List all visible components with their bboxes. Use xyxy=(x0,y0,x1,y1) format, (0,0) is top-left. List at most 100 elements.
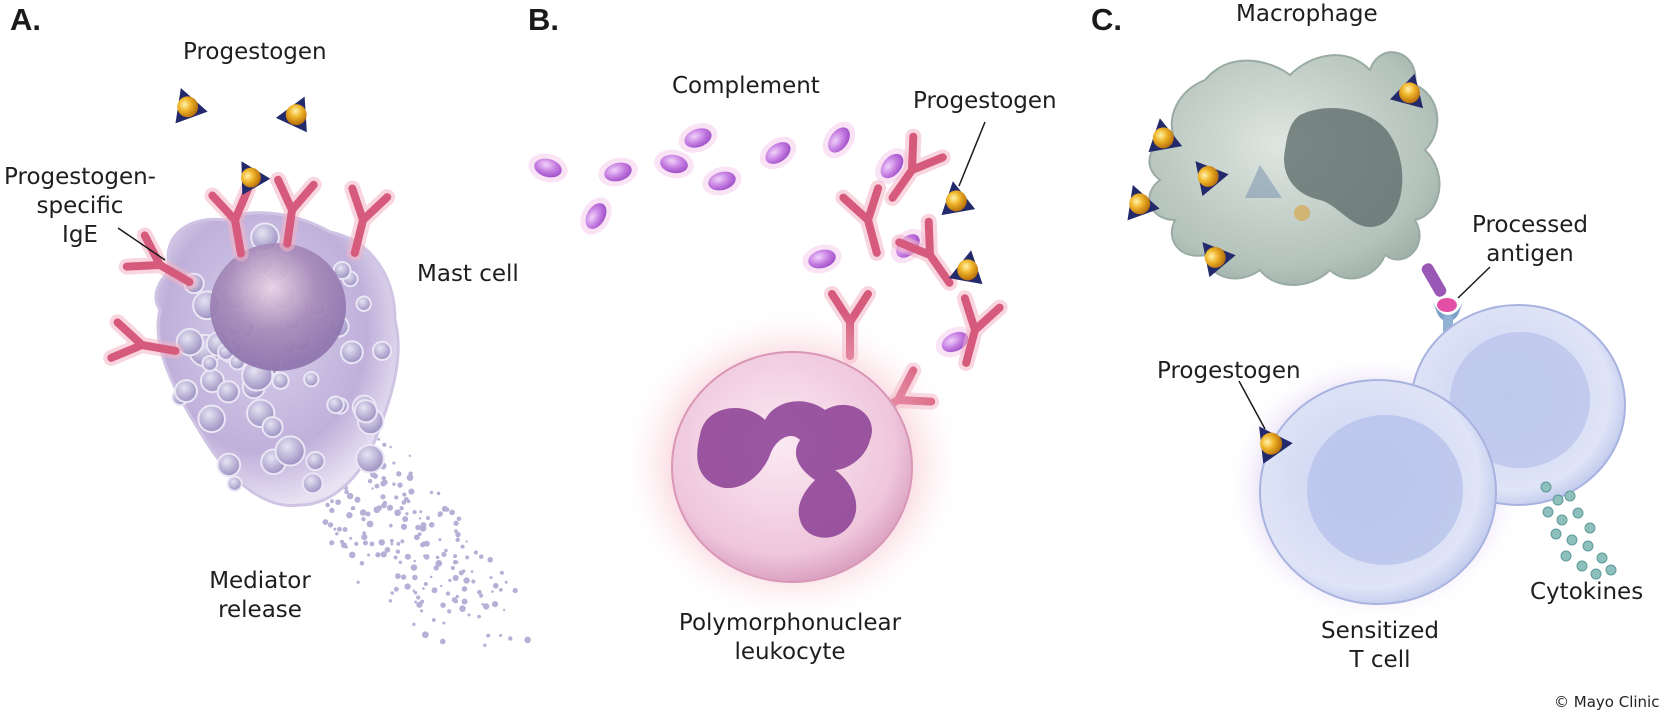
mediator-particle xyxy=(389,445,392,449)
label-processed-line1: Processed xyxy=(1472,212,1588,238)
mediator-particle xyxy=(478,554,484,559)
mediator-particle xyxy=(382,442,387,447)
mediator-particle xyxy=(402,492,407,497)
mediator-particle xyxy=(394,573,401,580)
mediator-particle xyxy=(416,601,423,608)
mediator-particle xyxy=(329,507,335,514)
label-progestogen-a: Progestogen xyxy=(183,39,327,65)
mediator-particle xyxy=(524,636,531,644)
mediator-particle xyxy=(444,548,448,553)
mediator-particle xyxy=(335,532,339,536)
mediator-particle xyxy=(322,519,329,525)
mediator-particle xyxy=(440,602,446,608)
mediator-particle xyxy=(477,589,482,595)
mediator-particle xyxy=(339,539,345,544)
mediator-particle xyxy=(486,633,491,638)
mediator-particle xyxy=(436,491,441,496)
progestogen-molecule xyxy=(948,247,988,285)
mediator-particle xyxy=(467,613,471,617)
mediator-particle xyxy=(438,538,442,542)
label-tcell-line2: T cell xyxy=(1349,647,1411,673)
mediator-particle xyxy=(400,523,408,530)
complement-protein xyxy=(573,191,619,241)
mediator-particle xyxy=(398,560,403,565)
granule xyxy=(353,399,378,424)
mediator-particle xyxy=(447,609,452,614)
mediator-particle xyxy=(479,593,484,598)
copyright: © Mayo Clinic xyxy=(1554,693,1660,711)
granule xyxy=(303,370,320,388)
mediator-particle xyxy=(437,511,443,517)
mediator-particle xyxy=(346,492,354,500)
granule xyxy=(326,395,345,414)
granule xyxy=(305,451,326,472)
mediator-particle xyxy=(396,541,401,546)
mediator-particle xyxy=(400,574,407,580)
t-cell-receptor xyxy=(1432,300,1464,322)
mediator-particle xyxy=(412,510,417,515)
mediator-particle xyxy=(389,538,394,543)
cytokine-particle xyxy=(1596,552,1608,564)
mediator-particle xyxy=(397,482,403,488)
mediator-particle xyxy=(504,580,508,584)
mediator-particle xyxy=(508,636,513,641)
label-progestogen-c: Progestogen xyxy=(1157,358,1301,384)
mediator-particle xyxy=(418,517,422,520)
mediator-particle xyxy=(441,551,447,557)
label-pmn: Polymorphonuclear leukocyte xyxy=(640,609,940,667)
complement-protein xyxy=(525,149,571,187)
mediator-particle xyxy=(412,622,416,627)
mediator-particle xyxy=(333,527,337,531)
mediator-particle xyxy=(346,512,353,519)
label-mediator-release: Mediator release xyxy=(190,567,330,625)
mediator-particle xyxy=(404,583,411,590)
mediator-particle xyxy=(377,437,381,441)
mediator-particle xyxy=(413,534,420,541)
mediator-particle xyxy=(372,473,378,479)
progestogen-molecule xyxy=(275,89,321,133)
cytokine-particle xyxy=(1590,568,1602,580)
mediator-particle xyxy=(452,574,459,582)
label-progestogen-b: Progestogen xyxy=(913,88,1057,114)
mediator-particle xyxy=(404,553,411,560)
mediator-particle xyxy=(329,540,335,546)
macrophage-nucleus xyxy=(1284,107,1403,228)
macrophage-internal-antigen xyxy=(1294,205,1310,221)
label-ige-line1: Progestogen- xyxy=(4,164,156,190)
mediator-particle xyxy=(499,633,503,638)
mediator-particle xyxy=(421,631,429,639)
mediator-particle xyxy=(367,478,373,484)
cytokines xyxy=(1540,481,1617,580)
mediator-particle xyxy=(413,559,416,563)
processed-antigen-leader-line xyxy=(1457,266,1491,299)
mediator-particle xyxy=(362,540,368,546)
mediator-particle xyxy=(412,574,418,581)
panel-letter-a: A. xyxy=(10,2,41,37)
mediator-particle xyxy=(356,580,360,584)
mediator-particle xyxy=(406,474,414,481)
mediator-particle xyxy=(450,565,456,571)
complement-protein xyxy=(816,115,862,165)
granule xyxy=(226,475,243,492)
mediator-particle xyxy=(330,499,334,504)
panel-b xyxy=(525,115,1000,625)
mediator-particle xyxy=(419,510,423,514)
cytokine-particle xyxy=(1584,522,1596,534)
mediator-particle xyxy=(435,555,440,560)
mediator-particle xyxy=(354,541,359,547)
mediator-particle xyxy=(455,531,461,538)
complement-protein xyxy=(753,130,803,176)
mediator-particle xyxy=(421,587,425,590)
processed-antigen xyxy=(1437,298,1457,312)
label-mediator-line2: release xyxy=(218,597,302,623)
label-ige-line3: IgE xyxy=(62,222,98,248)
mediator-particle xyxy=(408,454,412,458)
mediator-particle xyxy=(345,546,348,549)
mediator-particle xyxy=(483,643,487,648)
mediator-particle xyxy=(454,529,458,533)
mediator-particle xyxy=(401,500,407,505)
mediator-particle xyxy=(381,502,387,509)
mediator-particle xyxy=(439,638,446,645)
mediator-particle xyxy=(359,509,367,516)
